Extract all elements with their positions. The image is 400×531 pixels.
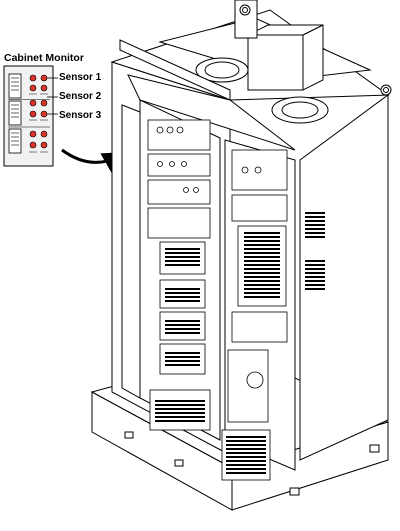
sensor-3-leds	[29, 110, 48, 149]
right-rack-vents	[226, 210, 325, 474]
top-cap	[119, 4, 392, 101]
sensor-leader-lines	[47, 77, 58, 115]
sensor-2-label: Sensor 2	[59, 91, 102, 102]
sensor-1-label: Sensor 1	[59, 72, 102, 83]
cabinet-monitor-title: Cabinet Monitor	[4, 52, 84, 64]
sensor-3-label: Sensor 3	[59, 110, 102, 121]
cabinet-monitor-panel	[3, 65, 54, 167]
left-rack-vents	[155, 248, 205, 424]
sensor-2-leds	[29, 99, 48, 107]
